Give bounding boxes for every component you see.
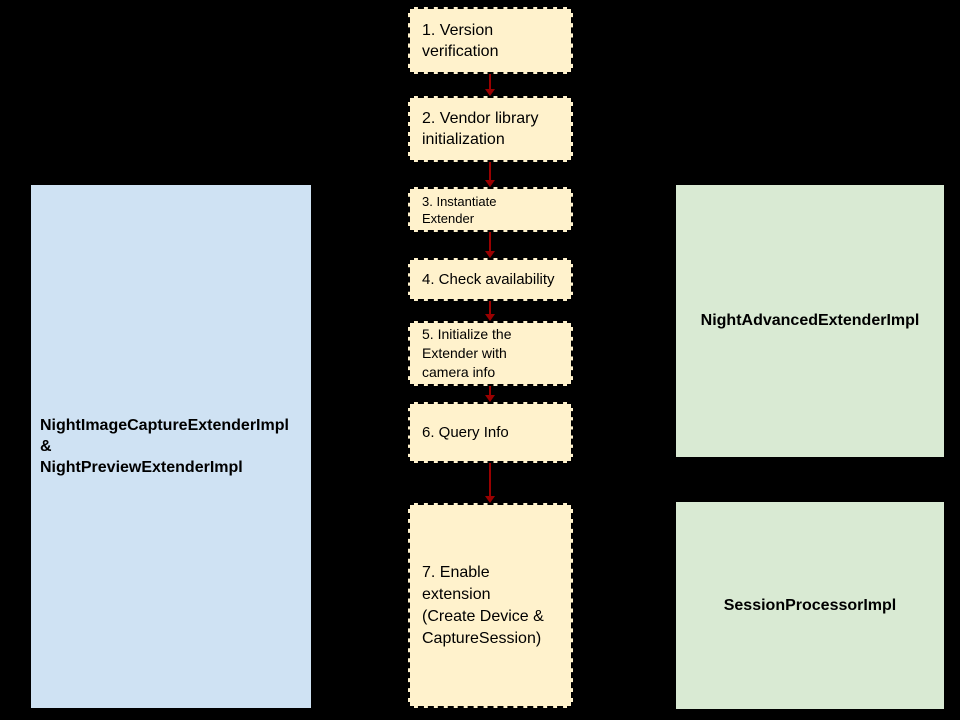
flow-arrow-3 bbox=[484, 232, 496, 258]
step-box-5: 5. Initialize the Extender with camera i… bbox=[408, 321, 573, 386]
arrow-head-icon bbox=[485, 251, 495, 258]
flow-arrow-4 bbox=[484, 301, 496, 321]
arrow-line bbox=[489, 232, 491, 253]
step-box-3: 3. Instantiate Extender bbox=[408, 187, 573, 232]
arrow-head-icon bbox=[485, 180, 495, 187]
node-label: NightImageCaptureExtenderImpl & NightPre… bbox=[40, 417, 289, 476]
step-label: 1. Version verification bbox=[422, 21, 499, 60]
arrow-line bbox=[489, 463, 491, 498]
flow-arrow-5 bbox=[484, 386, 496, 402]
step-label: 6. Query Info bbox=[422, 424, 509, 441]
step-box-2: 2. Vendor library initialization bbox=[408, 96, 573, 162]
arrow-line bbox=[489, 74, 491, 91]
node-label: NightAdvancedExtenderImpl bbox=[700, 312, 920, 329]
step-label: 2. Vendor library initialization bbox=[422, 110, 539, 148]
step-label: 4. Check availability bbox=[422, 271, 555, 288]
step-box-4: 4. Check availability bbox=[408, 258, 573, 301]
arrow-head-icon bbox=[485, 496, 495, 503]
flow-arrow-2 bbox=[484, 162, 496, 187]
step-box-1: 1. Version verification bbox=[408, 7, 573, 74]
node-night-advanced-extender: NightAdvancedExtenderImpl bbox=[676, 185, 944, 457]
node-night-image-capture-extender: NightImageCaptureExtenderImpl & NightPre… bbox=[31, 185, 311, 708]
arrow-line bbox=[489, 162, 491, 182]
flow-arrow-6 bbox=[484, 463, 496, 503]
arrow-line bbox=[489, 301, 491, 316]
arrow-head-icon bbox=[485, 89, 495, 96]
node-session-processor: SessionProcessorImpl bbox=[676, 502, 944, 709]
arrow-head-icon bbox=[485, 395, 495, 402]
step-box-7: 7. Enable extension (Create Device & Cap… bbox=[408, 503, 573, 708]
arrow-head-icon bbox=[485, 314, 495, 321]
node-label: SessionProcessorImpl bbox=[723, 596, 897, 614]
flow-arrow-1 bbox=[484, 74, 496, 96]
step-label: 3. Instantiate Extender bbox=[422, 193, 497, 226]
step-box-6: 6. Query Info bbox=[408, 402, 573, 463]
arrow-line bbox=[489, 386, 491, 397]
step-label: 7. Enable extension (Create Device & Cap… bbox=[422, 563, 544, 647]
step-label: 5. Initialize the Extender with camera i… bbox=[422, 326, 512, 380]
